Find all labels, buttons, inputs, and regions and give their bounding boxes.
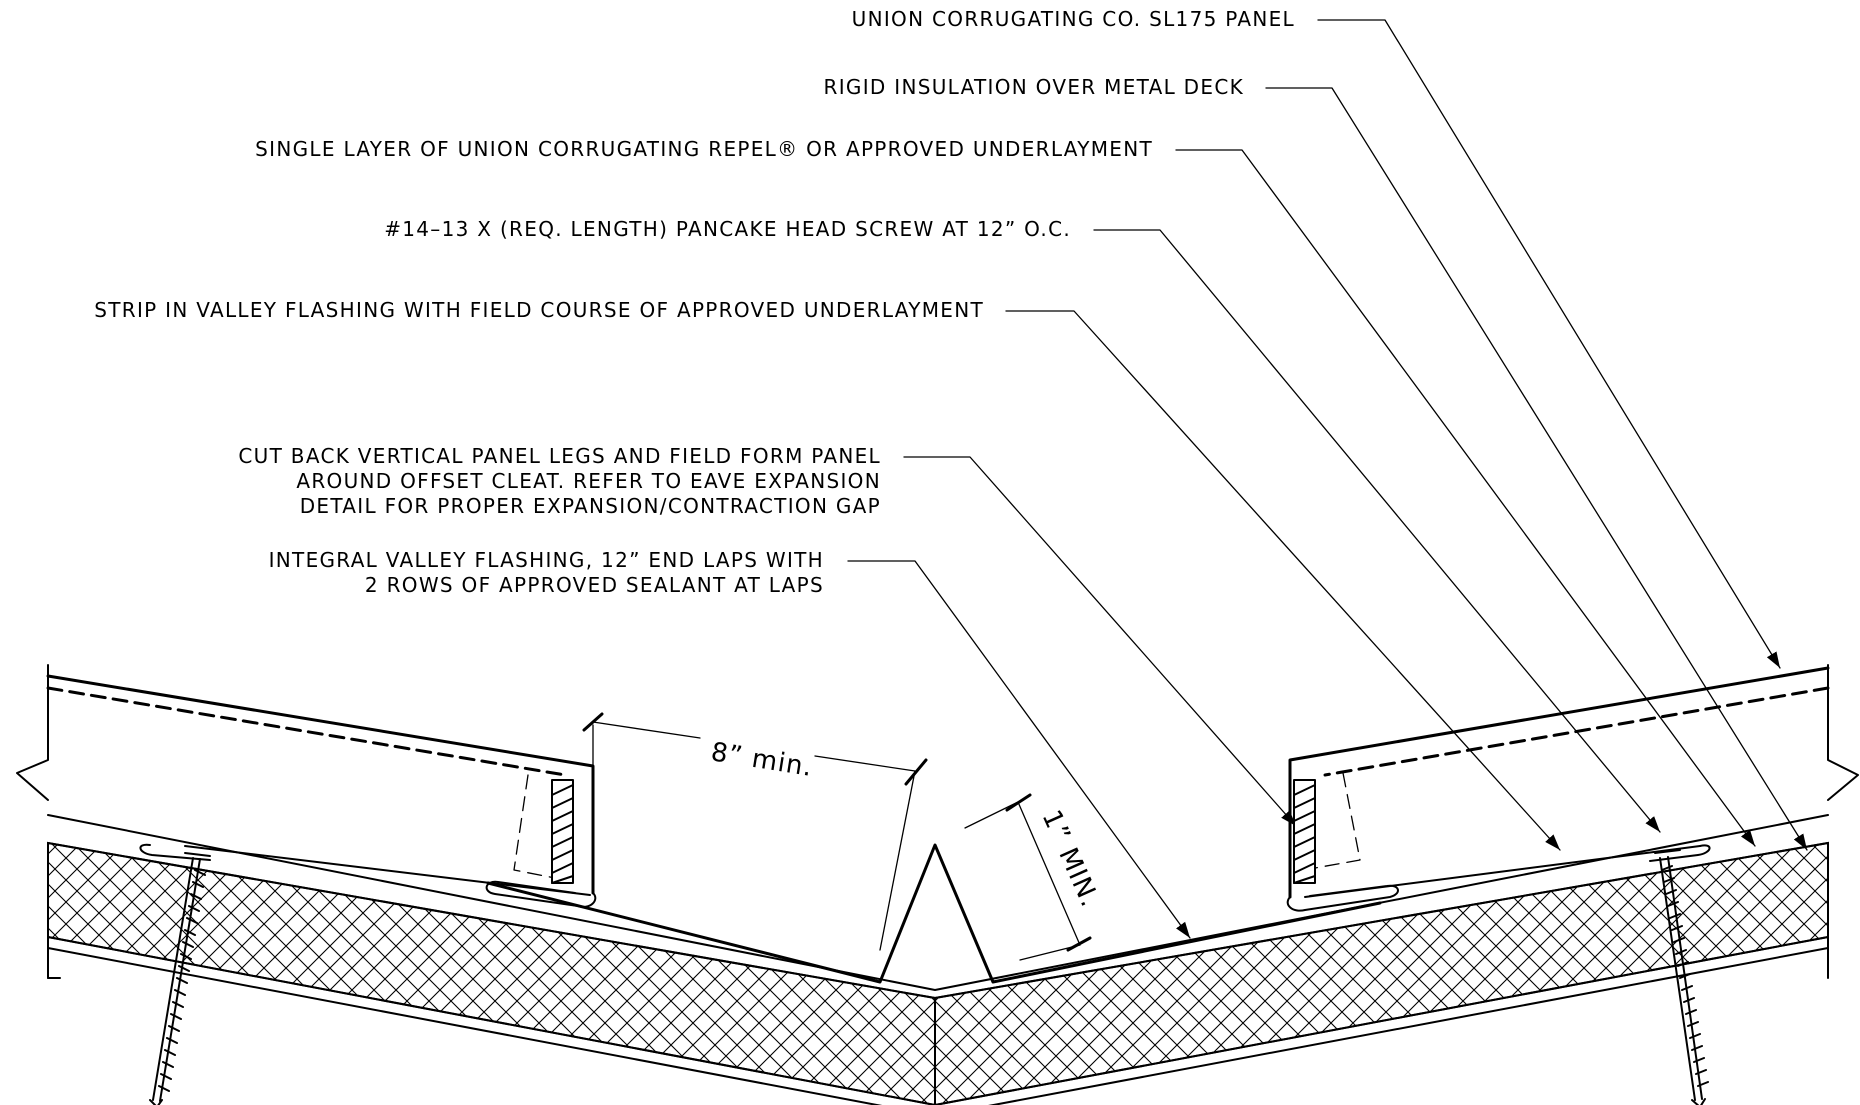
callout-strip-in: STRIP IN VALLEY FLASHING WITH FIELD COUR… bbox=[94, 298, 984, 322]
left-screw bbox=[149, 852, 211, 1105]
left-roof-panel bbox=[16, 664, 597, 908]
callout-panel: UNION CORRUGATING CO. SL175 PANEL bbox=[852, 7, 1295, 31]
callout-integral-flashing-line-2: 2 ROWS OF APPROVED SEALANT AT LAPS bbox=[365, 573, 824, 597]
valley-flashing bbox=[486, 843, 1382, 984]
dimension-1in-label: 1” MIN. bbox=[1036, 806, 1105, 912]
right-screw bbox=[1654, 849, 1709, 1105]
callout-cut-back-line-1: CUT BACK VERTICAL PANEL LEGS AND FIELD F… bbox=[238, 444, 881, 468]
rigid-insulation bbox=[47, 841, 1829, 1105]
leader-cut-back bbox=[903, 456, 1297, 827]
callout-cut-back-line-2: AROUND OFFSET CLEAT. REFER TO EAVE EXPAN… bbox=[296, 469, 881, 493]
callout-integral-flashing-line-1: INTEGRAL VALLEY FLASHING, 12” END LAPS W… bbox=[269, 548, 824, 572]
callout-screw: #14–13 X (REQ. LENGTH) PANCAKE HEAD SCRE… bbox=[384, 217, 1071, 241]
callout-underlayment: SINGLE LAYER OF UNION CORRUGATING REPEL®… bbox=[255, 137, 1153, 161]
callout-insulation: RIGID INSULATION OVER METAL DECK bbox=[824, 75, 1244, 99]
callout-cut-back-line-3: DETAIL FOR PROPER EXPANSION/CONTRACTION … bbox=[300, 494, 881, 518]
right-roof-panel bbox=[1286, 664, 1859, 912]
dimension-1in: 1” MIN. bbox=[964, 793, 1105, 961]
leader-strip-in bbox=[1005, 310, 1561, 851]
right-clip bbox=[1304, 844, 1711, 898]
leader-insulation bbox=[1265, 87, 1808, 851]
leader-panel bbox=[1317, 19, 1781, 669]
leader-screw bbox=[1093, 229, 1661, 833]
leader-integral-flashing bbox=[847, 560, 1191, 939]
sealant-bead-right bbox=[1293, 779, 1316, 884]
leader-lines bbox=[847, 19, 1808, 939]
sealant-bead-left bbox=[551, 779, 574, 884]
left-clip bbox=[139, 843, 591, 896]
callout-labels: UNION CORRUGATING CO. SL175 PANEL RIGID … bbox=[94, 7, 1295, 597]
dimension-8in-label: 8” min. bbox=[709, 737, 815, 783]
underlayment-layer bbox=[47, 814, 1829, 999]
dimension-8in: 8” min. bbox=[582, 712, 928, 951]
leader-underlayment bbox=[1175, 149, 1756, 847]
